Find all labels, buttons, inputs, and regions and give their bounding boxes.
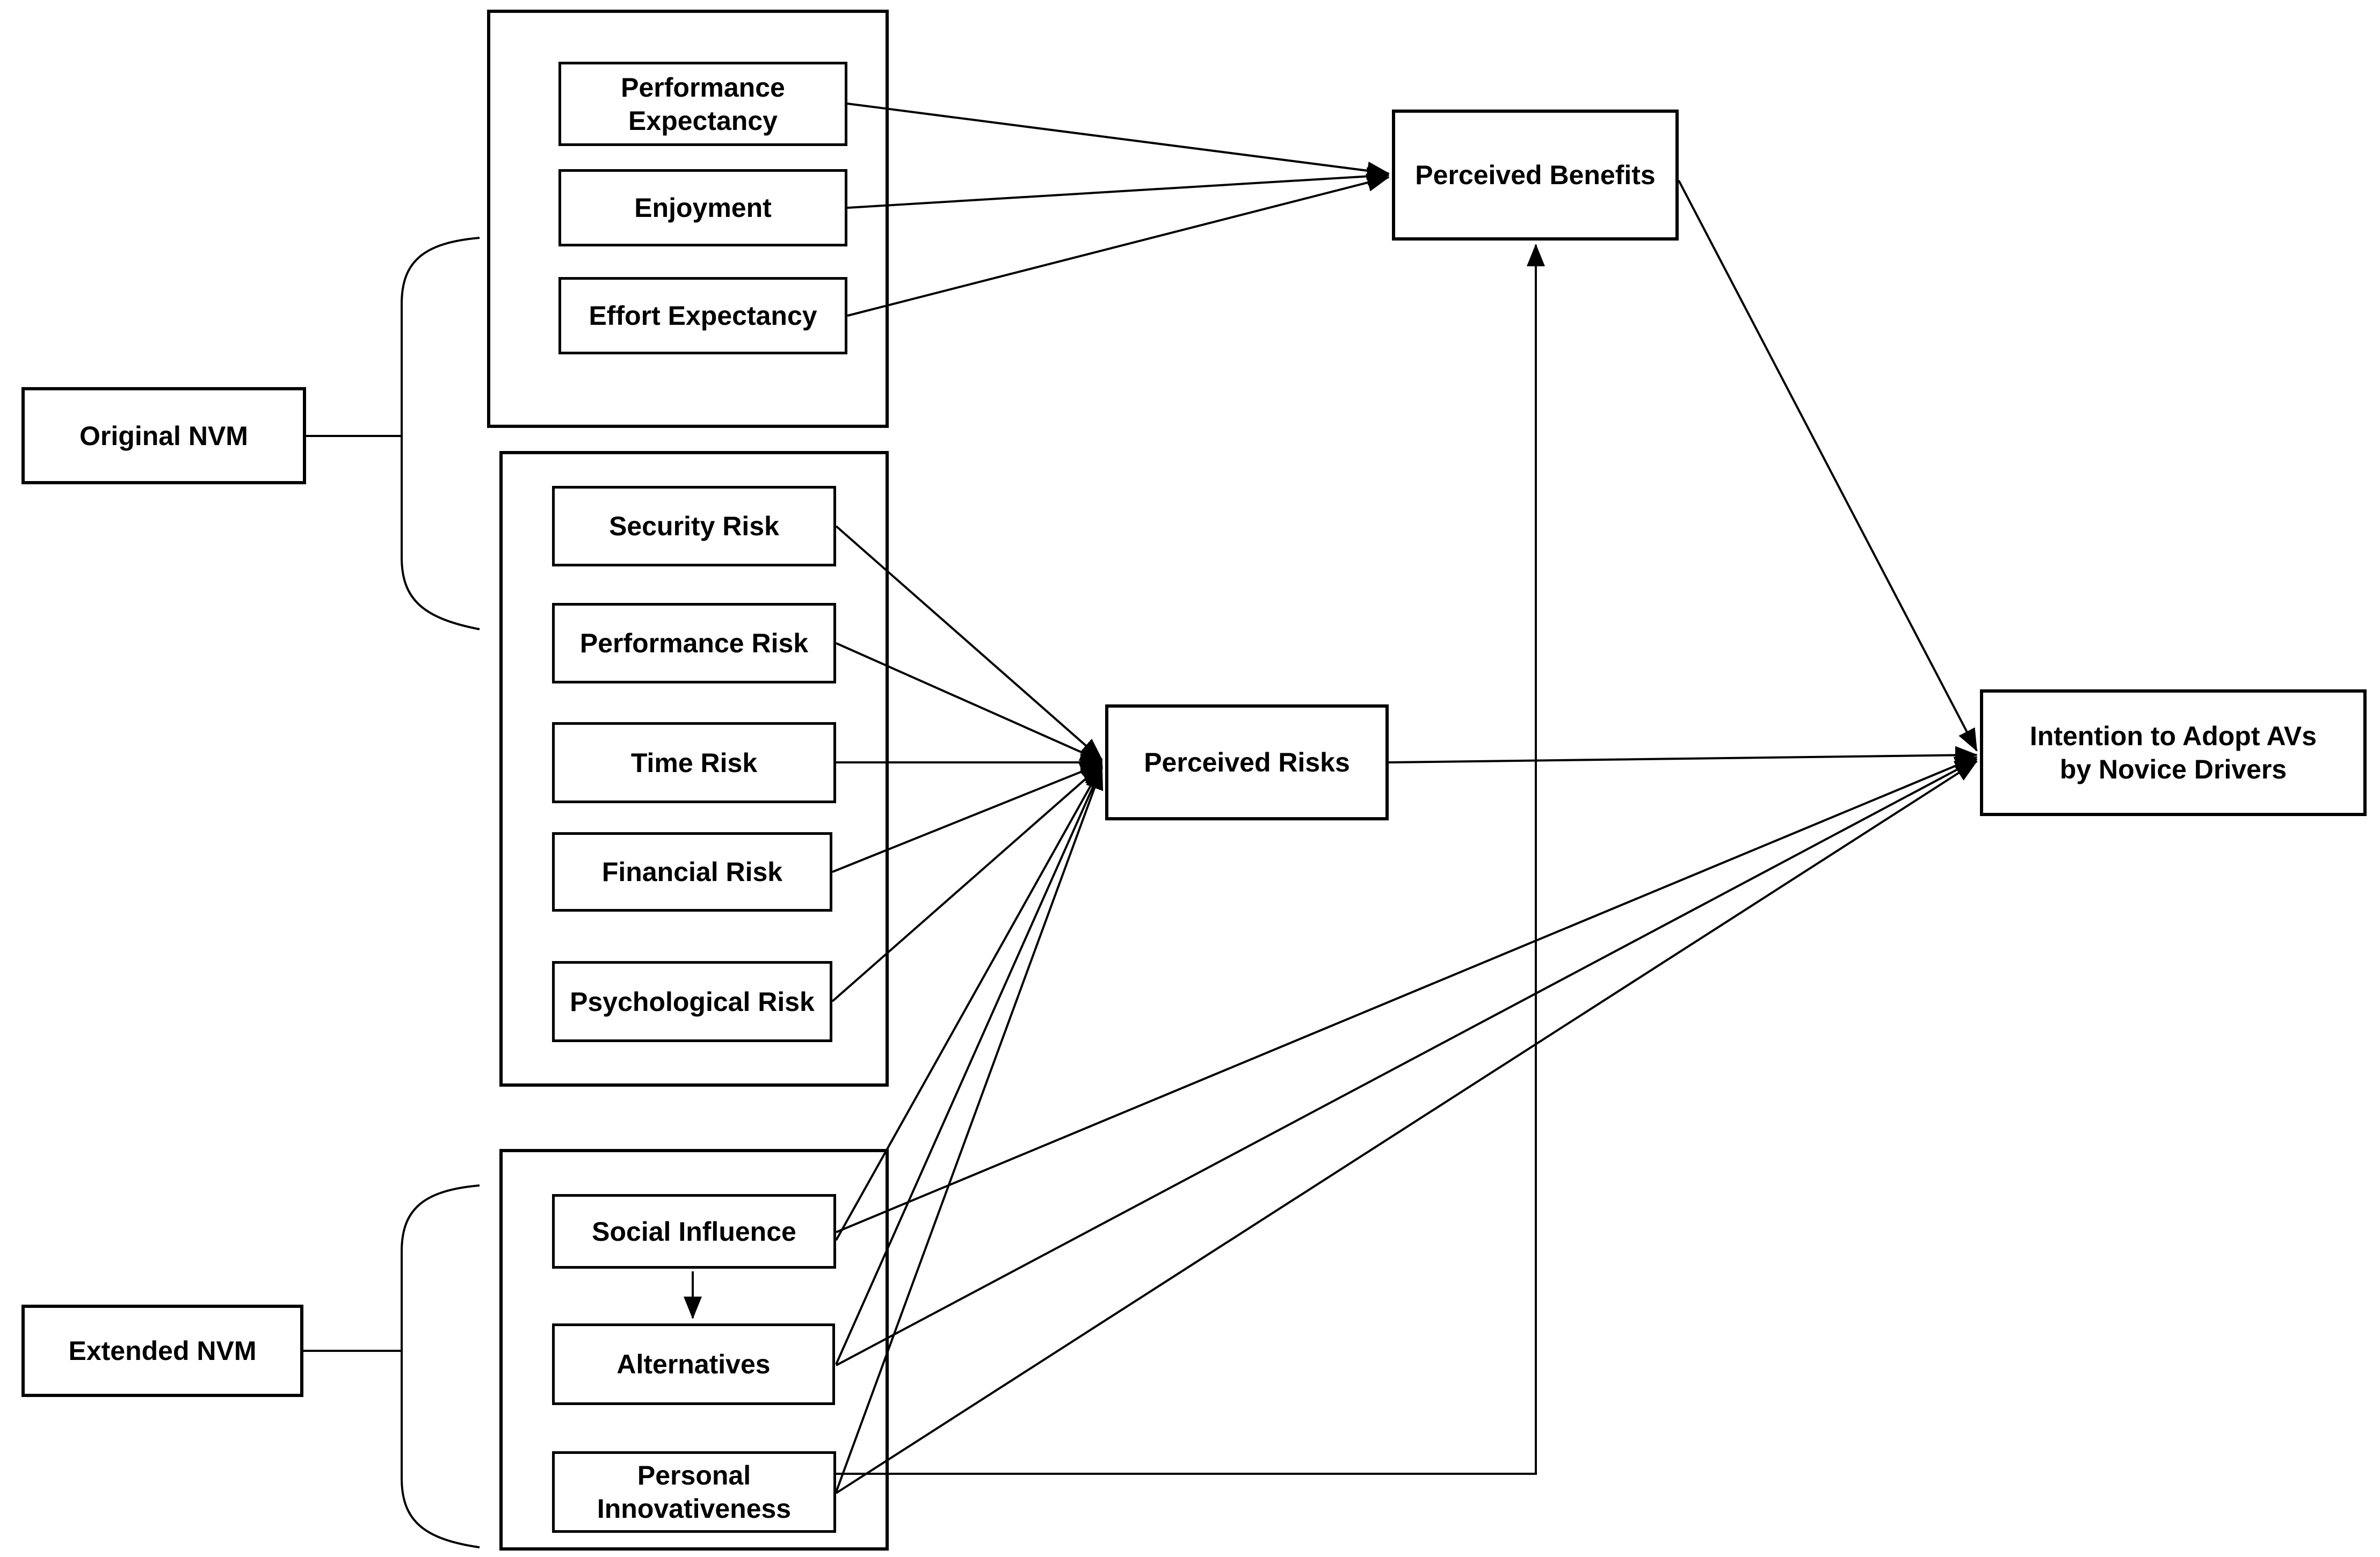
node-alternatives: Alternatives [552,1323,835,1405]
node-effort-expectancy: Effort Expectancy [558,277,847,354]
edge-enjoyment-to-perceived-benefits [847,167,1390,209]
node-label: Intention to Adopt AVs [2029,721,2317,751]
node-perceived-risks: Perceived Risks [1105,704,1389,820]
node-label: Time Risk [630,747,758,778]
node-label: Perceived Benefits [1415,160,1656,190]
node-enjoyment: Enjoyment [558,169,847,246]
node-label: Innovativeness [597,1494,792,1524]
node-psychological-risk: Psychological Risk [552,961,832,1042]
edge-alternatives-to-intention [836,758,1978,1366]
node-label: Alternatives [616,1349,771,1379]
edge-performance-expectancy-to-perceived-benefits [847,103,1390,180]
node-personal-innovativeness: Personal Innovativeness [552,1451,836,1533]
edge-perceived-risks-to-intention [1388,746,1978,765]
node-perceived-benefits: Perceived Benefits [1392,110,1679,241]
node-label: Enjoyment [634,193,772,223]
node-label: Performance [621,72,785,103]
node-label: by Novice Drivers [2059,754,2287,784]
node-label: Perceived Risks [1144,747,1350,777]
node-intention: Intention to Adopt AVs by Novice Drivers [1980,689,2367,816]
edge-effort-expectancy-to-perceived-benefits [847,173,1390,317]
node-label: Financial Risk [601,857,783,887]
node-performance-risk: Performance Risk [552,603,836,683]
node-label: Effort Expectancy [589,301,817,331]
edge-personal-innovativeness-to-intention [835,760,1978,1494]
node-label: Social Influence [592,1216,796,1247]
node-label: Performance Risk [579,628,809,658]
edge-social-influence-to-intention [836,756,1978,1233]
node-label: Psychological Risk [570,986,815,1017]
bracket-original-nvm [401,237,480,630]
node-original-nvm: Original NVM [21,387,306,484]
node-label: Expectancy [628,105,778,136]
node-label: Security Risk [609,511,779,541]
node-label: Personal [637,1460,751,1490]
node-performance-expectancy: Performance Expectancy [558,62,847,146]
node-time-risk: Time Risk [552,722,836,803]
bracket-extended-nvm [401,1184,480,1548]
node-financial-risk: Financial Risk [552,832,832,912]
node-extended-nvm: Extended NVM [21,1305,303,1397]
node-social-influence: Social Influence [552,1194,836,1269]
node-label: Original NVM [79,420,248,451]
edge-personal-innovativeness-to-perceived-benefits [836,244,1545,1475]
node-security-risk: Security Risk [552,486,836,566]
node-label: Extended NVM [68,1336,257,1366]
edge-perceived-benefits-to-intention [1678,180,1978,752]
